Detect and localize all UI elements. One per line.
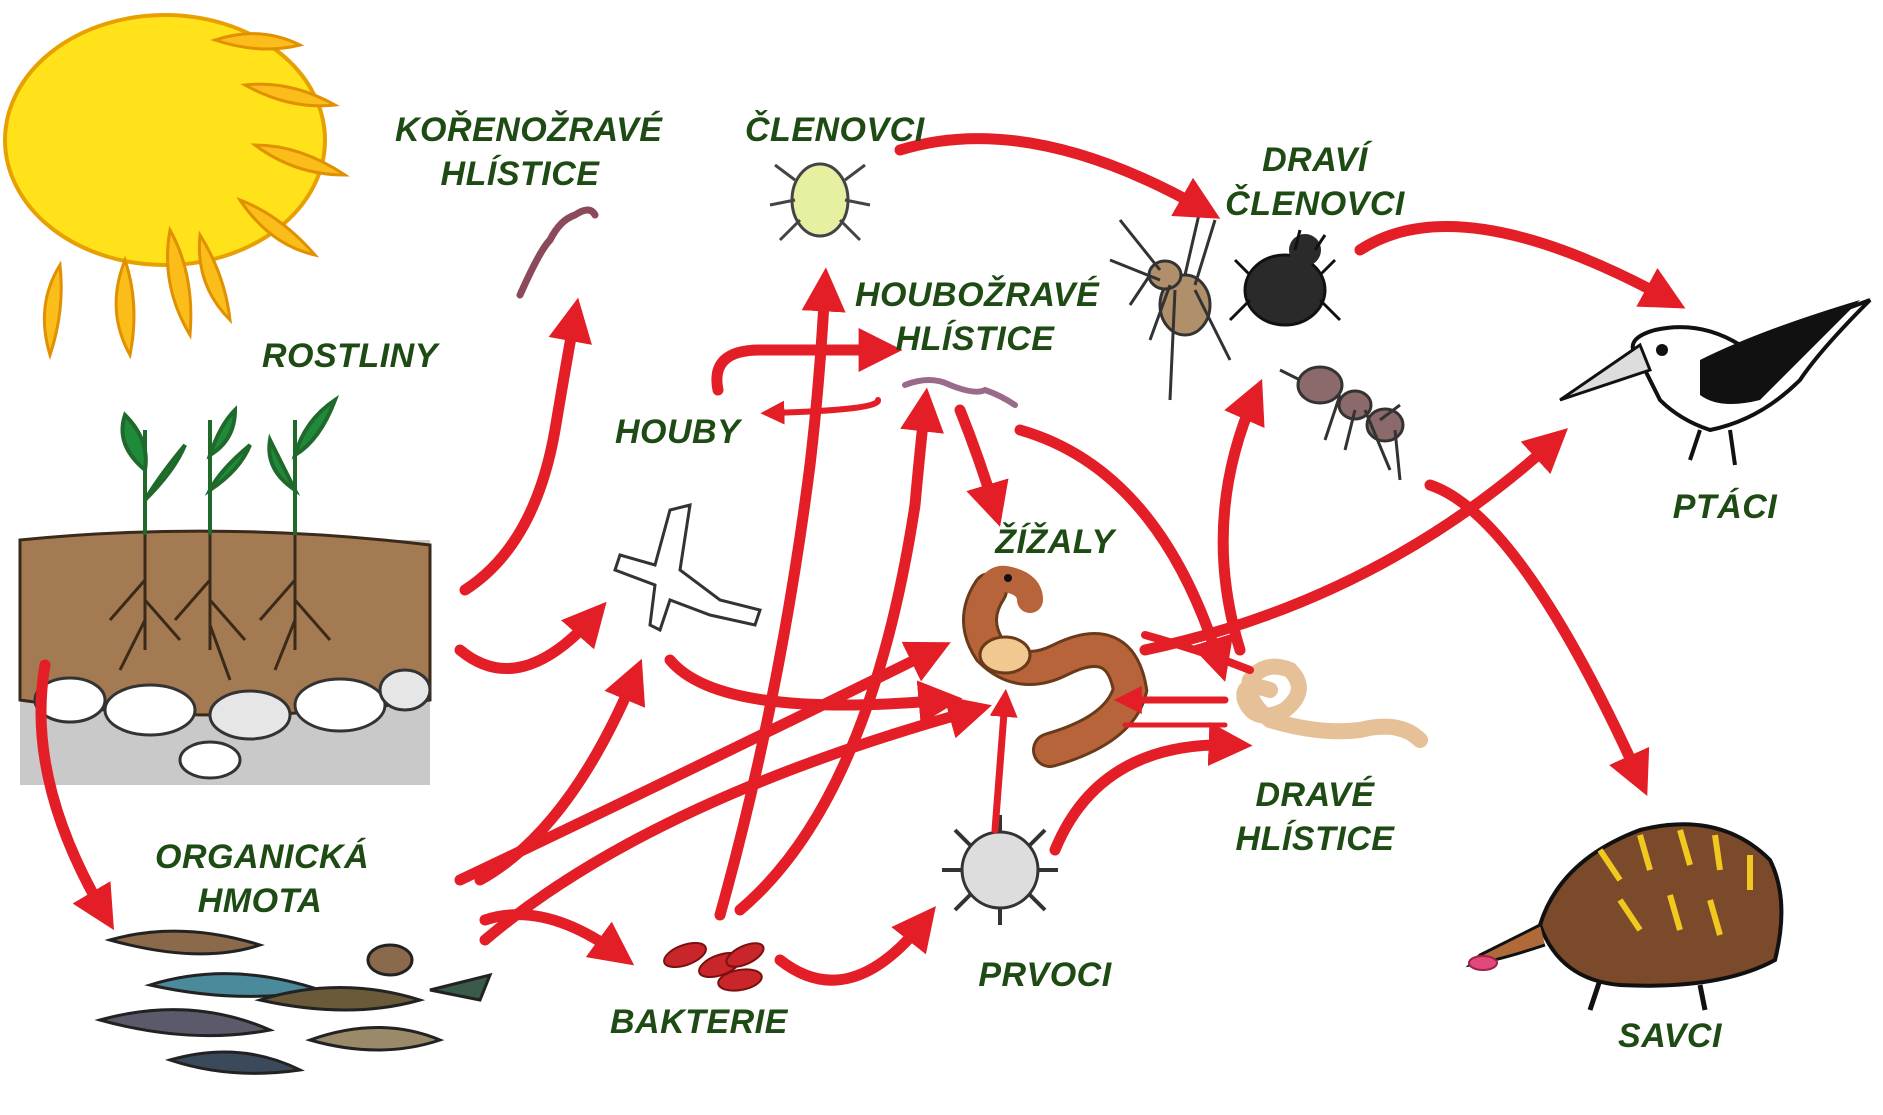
label-zizaly: ŽÍŽALY bbox=[995, 520, 1115, 564]
arrow-prvoci-to-zizaly bbox=[995, 700, 1005, 830]
label-line: DRAVÍ bbox=[1225, 138, 1405, 182]
bird-icon bbox=[1560, 300, 1870, 465]
label-line: HMOTA bbox=[155, 879, 365, 923]
arrow-dravi-to-savci bbox=[1430, 485, 1640, 780]
label-line: DRAVÉ bbox=[1235, 773, 1395, 817]
label-line: HLÍSTICE bbox=[855, 317, 1095, 361]
organic-matter-icon bbox=[100, 931, 490, 1073]
arrow-houbozrave-to-zizaly bbox=[960, 410, 995, 510]
arrow-dravy-to-dravi bbox=[1223, 395, 1255, 650]
arrow-clenovci-to-dravi bbox=[900, 139, 1205, 210]
label-line: KOŘENOŽRAVÉ bbox=[395, 108, 645, 152]
ant-icon bbox=[1280, 367, 1403, 480]
label-line: HLÍSTICE bbox=[395, 152, 645, 196]
label-savci: SAVCI bbox=[1615, 1014, 1725, 1058]
label-ptaci: PTÁCI bbox=[1670, 485, 1780, 529]
label-clenovci: ČLENOVCI bbox=[745, 108, 905, 152]
arrow-houbozrave-to-houby bbox=[770, 400, 878, 413]
arrow-bakterie-to-houbozrave bbox=[740, 405, 925, 910]
arrow-rostliny-to-korenozrave bbox=[465, 315, 575, 590]
label-bakterie: BAKTERIE bbox=[610, 1000, 775, 1044]
mite-icon bbox=[770, 164, 870, 240]
sun-icon bbox=[5, 15, 345, 355]
arrow-dravi-to-ptaci bbox=[1360, 227, 1670, 300]
label-organicka-hmota: ORGANICKÁ HMOTA bbox=[155, 835, 365, 923]
soil-with-plants-icon bbox=[20, 400, 430, 785]
arrow-prvoci-to-dravy bbox=[1055, 745, 1235, 850]
fungal-hyphae-icon bbox=[615, 505, 760, 630]
predatory-nematode-icon bbox=[1244, 667, 1420, 740]
protozoan-icon bbox=[942, 815, 1058, 925]
label-houbozrave-hlistice: HOUBOŽRAVÉ HLÍSTICE bbox=[855, 273, 1095, 361]
arrow-rostliny-to-houby bbox=[460, 615, 595, 669]
label-line: ORGANICKÁ bbox=[155, 835, 365, 879]
label-line: HLÍSTICE bbox=[1235, 817, 1395, 861]
spider-icon bbox=[1110, 210, 1230, 400]
beetle-icon bbox=[1230, 230, 1340, 325]
label-rostliny: ROSTLINY bbox=[262, 334, 432, 378]
bacteria-icon bbox=[661, 938, 767, 994]
label-dravy-hlistice: DRAVÉ HLÍSTICE bbox=[1235, 773, 1395, 861]
label-houby: HOUBY bbox=[615, 410, 735, 454]
label-prvoci: PRVOCI bbox=[975, 953, 1115, 997]
label-line: ČLENOVCI bbox=[1225, 182, 1405, 226]
label-dravi-clenovci: DRAVÍ ČLENOVCI bbox=[1225, 138, 1405, 226]
root-nematode-icon bbox=[520, 210, 595, 295]
arrow-bakterie-to-prvoci bbox=[780, 920, 925, 980]
label-korenozrave-hlistice: KOŘENOŽRAVÉ HLÍSTICE bbox=[395, 108, 645, 196]
echidna-icon bbox=[1469, 824, 1781, 1010]
label-line: HOUBOŽRAVÉ bbox=[855, 273, 1095, 317]
